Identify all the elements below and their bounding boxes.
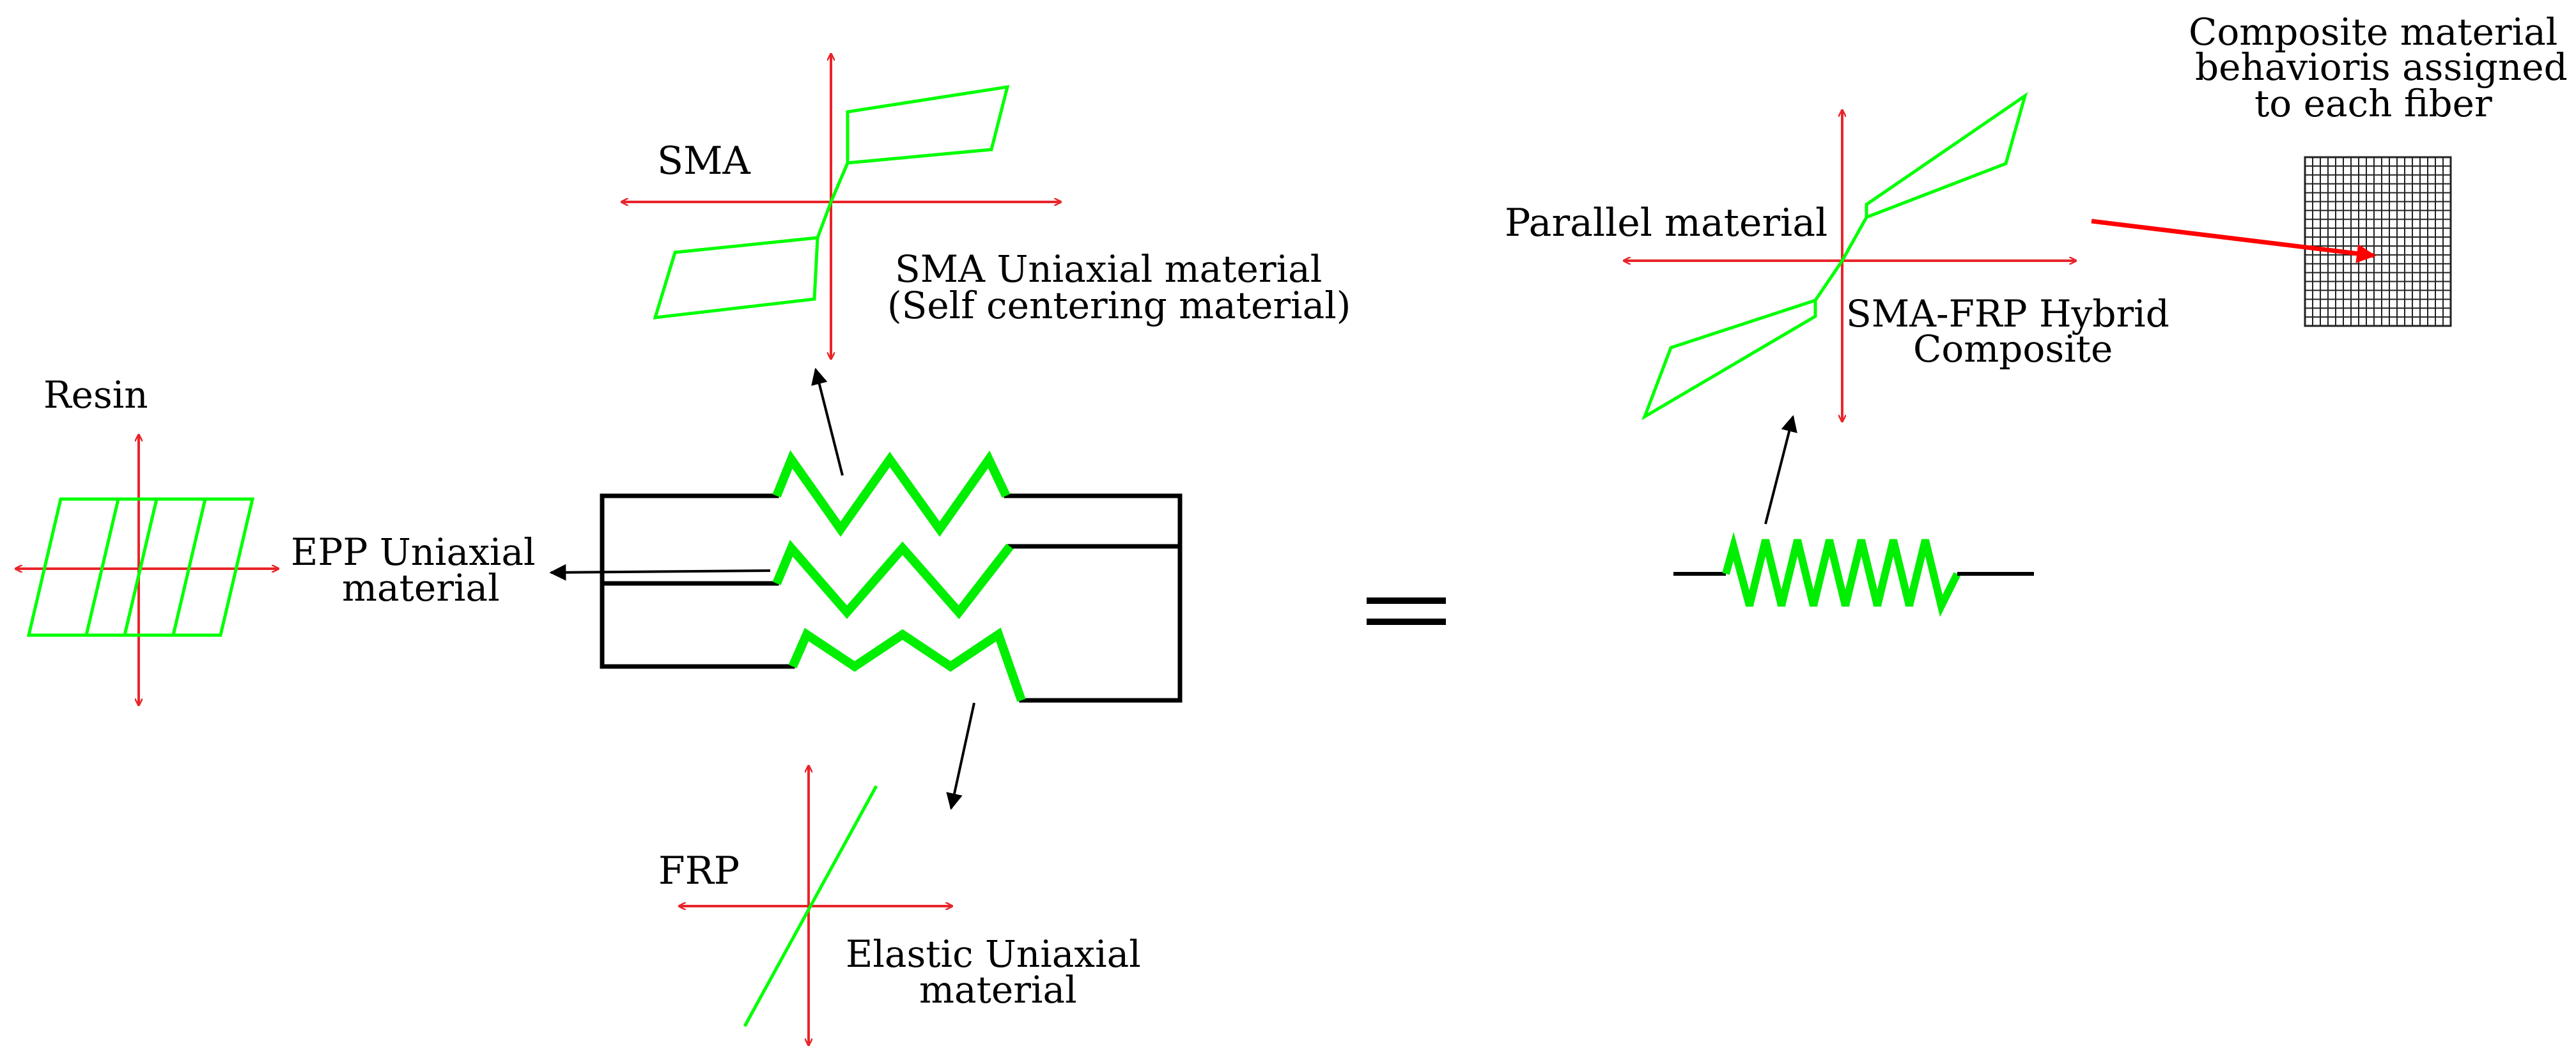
frp-spring [788, 628, 1026, 702]
parallel-spring-model [600, 367, 1183, 810]
parallel-material-label: Parallel material [1505, 201, 1827, 245]
model-springs [772, 450, 1026, 702]
hybrid-hysteresis-curve [1641, 92, 2028, 420]
frp-elastic-curve [743, 785, 878, 1028]
resin-label: Resin [43, 373, 148, 417]
epp-label-line-2: material [342, 566, 500, 610]
frp-axes [679, 766, 952, 1045]
resin-plot: Resin [15, 373, 279, 705]
composite-label-line-3: to each fiber [2254, 82, 2492, 125]
fiber-grid-border [2304, 156, 2452, 327]
hybrid-axes [1624, 110, 2076, 422]
resin-epp-curve [26, 497, 255, 637]
epp-pointer-arrow [549, 564, 771, 581]
hybrid-plot: Parallel material SMA-FRP Hybrid Composi… [1505, 92, 2169, 422]
resin-axes [15, 435, 279, 705]
sma-hysteresis-curve [653, 84, 1010, 320]
hybrid-label-line-2: Composite [1913, 327, 2113, 371]
sma-label: SMA [657, 139, 751, 183]
frp-pointer-arrow [946, 702, 975, 810]
sma-spring [772, 450, 1011, 537]
sma-pointer-arrow [811, 367, 844, 476]
composite-label-line-1: Composite material [2189, 10, 2557, 54]
elastic-label-line-2: material [919, 968, 1077, 1012]
composite-label-line-2: behavioris assigned [2195, 45, 2568, 89]
equals-sign-icon [1367, 597, 1446, 625]
sma-description-line-2: (Self centering material) [887, 284, 1351, 327]
epp-label-line-1: EPP Uniaxial [291, 530, 536, 574]
frp-label: FRP [658, 849, 740, 893]
composite-fiber-section: Composite material behavioris assigned t… [2091, 10, 2568, 327]
frp-plot: FRP Elastic Uniaxial material [658, 766, 1141, 1045]
hybrid-label-line-1: SMA-FRP Hybrid [1846, 292, 2169, 335]
equivalent-spring-model [1673, 415, 2034, 617]
equivalent-spring [1722, 532, 1961, 617]
hybrid-pointer-arrow [1764, 415, 1797, 525]
epp-spring [772, 539, 1014, 619]
elastic-label-line-1: Elastic Uniaxial [846, 932, 1141, 976]
sma-plot: SMA SMA Uniaxial material (Self centerin… [621, 54, 1351, 359]
fiber-section-grid-icon [2304, 156, 2452, 327]
sma-description-line-1: SMA Uniaxial material [895, 247, 1322, 291]
model-frame [600, 493, 1183, 703]
fiber-pointer-arrow [2091, 219, 2376, 263]
